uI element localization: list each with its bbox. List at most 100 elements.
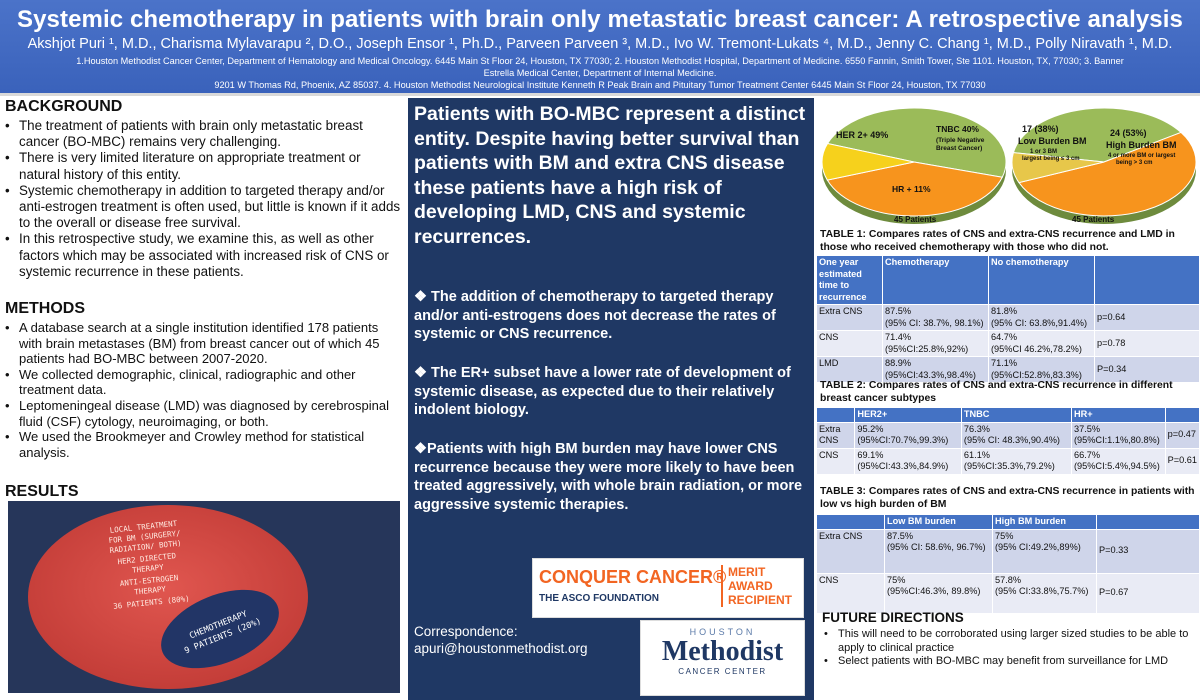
poster-header: Systemic chemotherapy in patients with b… [0, 0, 1200, 96]
list-item: Systemic chemotherapy in addition to tar… [5, 183, 401, 232]
affiliations-line-1: 1.Houston Methodist Cancer Center, Depar… [76, 56, 1124, 78]
table-row: Extra CNS 87.5%(95% CI: 58.6%, 96.7%) 75… [816, 528, 1200, 574]
merit-award-text: MERIT AWARD RECIPIENT [721, 565, 801, 607]
pie2-slice-1 [1018, 131, 1197, 217]
methods-heading: METHODS [5, 300, 85, 317]
table-cell: 87.5%(95% CI: 38.7%, 98.1%) [882, 304, 989, 331]
asco-foundation-text: THE ASCO FOUNDATION [539, 593, 659, 604]
table-cell: 71.4%(95%CI:25.8%,92%) [882, 330, 989, 357]
table2: HER2+ TNBC HR+ Extra CNS 95.2%(95%CI:70.… [815, 407, 1200, 475]
venn-outer-text: THERAPY [134, 584, 167, 596]
pie1-label-her2: HER 2+ 49% [836, 130, 888, 140]
table-cell: 75%(95%CI:46.3%, 89.8%) [884, 572, 993, 614]
table-row: Extra CNS 95.2%(95%CI:70.7%,99.3%) 76.3%… [815, 421, 1200, 449]
table-header-cell [815, 407, 856, 423]
table-cell: 61.1%(95%CI:35.3%,79.2%) [960, 447, 1072, 475]
list-item: The treatment of patients with brain onl… [5, 118, 401, 150]
pie2-label-low-sub: 1 or 3 BM [1030, 149, 1057, 155]
table3-caption: TABLE 3: Compares rates of CNS and extra… [820, 486, 1195, 510]
list-item: We used the Brookmeyer and Crowley metho… [5, 429, 401, 460]
venn-outer-text: THERAPY [132, 562, 165, 574]
houston-methodist-logo: HOUSTON Methodist CANCER CENTER [640, 620, 805, 696]
table-cell: 64.7%(95%CI 46.2%,78.2%) [988, 330, 1095, 357]
pie2-label-low: Low Burden BM [1018, 136, 1087, 146]
key-findings-panel: Patients with BO-MBC represent a distinc… [404, 96, 816, 700]
table-row-label: CNS [816, 572, 885, 614]
correspondence-label: Correspondence: [414, 624, 518, 639]
table-header-row: One year estimated time to recurrence Ch… [816, 255, 1200, 305]
table-header-cell: HER2+ [854, 407, 962, 423]
table-header-cell: HR+ [1070, 407, 1166, 423]
correspondence-email[interactable]: apuri@houstonmethodist.org [414, 641, 588, 656]
table-cell: 57.8%(95% CI:33.8%,75.7%) [992, 572, 1097, 614]
list-item: A database search at a single institutio… [5, 320, 401, 367]
affiliations-line-2: 9201 W Thomas Rd, Phoenix, AZ 85037. 4. … [214, 80, 986, 90]
pie1-slice-1 [826, 161, 1004, 217]
table-cell: 66.7%(95%CI:5.4%,94.5%) [1070, 447, 1166, 475]
table-row-label: CNS [816, 330, 883, 357]
table-cell: 95.2%(95%CI:70.7%,99.3%) [854, 421, 962, 449]
right-column: HER 2+ 49% TNBC 40% (Triple Negative Bre… [815, 96, 1200, 700]
list-item: This will need to be corroborated using … [822, 628, 1196, 655]
pie2-label-high-sub: being > 3 cm [1116, 160, 1153, 166]
conquer-cancer-logo: CONQUER CANCER® THE ASCO FOUNDATION MERI… [532, 558, 804, 618]
table-header-cell [816, 514, 885, 530]
future-directions-heading: FUTURE DIRECTIONS [822, 610, 964, 625]
table-p-value: P=0.33 [1096, 528, 1200, 574]
bm-burden-pie-chart: 17 (38%) Low Burden BM 1 or 3 BM largest… [1011, 107, 1197, 224]
table-cell: 71.1%(95%CI:52.8%,83.3%) [988, 356, 1095, 383]
left-column: BACKGROUND The treatment of patients wit… [0, 96, 404, 700]
table-p-value: p=0.47 [1164, 421, 1200, 449]
findings-background [408, 98, 814, 546]
table2-caption: TABLE 2: Compares rates of CNS and extra… [820, 380, 1173, 404]
logo-houston-text: HOUSTON [689, 627, 756, 637]
table-row: CNS 71.4%(95%CI:25.8%,92%) 64.7%(95%CI 4… [816, 330, 1200, 357]
table-header-cell [1094, 255, 1200, 305]
table-header-cell: No chemotherapy [988, 255, 1095, 305]
venn-diagram: LOCAL TREATMENT FOR BM (SURGERY/ RADIATI… [8, 501, 400, 693]
finding-er-subset: ❖ The ER+ subset have a lower rate of de… [414, 365, 791, 418]
pie1-slice-0 [826, 107, 1007, 178]
pie-charts: HER 2+ 49% TNBC 40% (Triple Negative Bre… [816, 96, 1200, 228]
main-conclusion: Patients with BO-MBC represent a distinc… [414, 103, 806, 248]
results-heading: RESULTS [5, 483, 79, 500]
table-cell: 37.5%(95%CI:1.1%,80.8%) [1070, 421, 1166, 449]
pie1-label-tnbc: TNBC 40% [936, 124, 979, 134]
list-item: Select patients with BO-MBC may benefit … [822, 655, 1196, 669]
table-cell: 75%(95% CI:49.2%,89%) [992, 528, 1097, 574]
background-list: The treatment of patients with brain onl… [5, 118, 401, 280]
table-row-label: LMD [816, 356, 883, 383]
table-cell: 88.9%(95%CI:43.3%,98.4%) [882, 356, 989, 383]
list-item: There is very limited literature on appr… [5, 150, 401, 182]
list-item: In this retrospective study, we examine … [5, 231, 401, 280]
table-row: LMD 88.9%(95%CI:43.3%,98.4%) 71.1%(95%CI… [816, 356, 1200, 383]
logo-cancer-center-text: CANCER CENTER [678, 667, 767, 676]
table-header-cell: Low BM burden [884, 514, 993, 530]
table-cell: 76.3%(95% CI: 48.3%,90.4%) [960, 421, 1072, 449]
table-cell: 69.1%(95%CI:43.3%,84.9%) [854, 447, 962, 475]
list-item: Leptomeningeal disease (LMD) was diagnos… [5, 398, 401, 429]
table-row: CNS 75%(95%CI:46.3%, 89.8%) 57.8%(95% CI… [816, 572, 1200, 614]
table-header-row: HER2+ TNBC HR+ [815, 407, 1200, 423]
table-header-cell: One year estimated time to recurrence [816, 255, 883, 305]
table1-caption: TABLE 1: Compares rates of CNS and extra… [820, 229, 1175, 253]
correspondence: Correspondence: apuri@houstonmethodist.o… [414, 623, 588, 657]
table-header-cell [1096, 514, 1200, 530]
affiliations: 1.Houston Methodist Cancer Center, Depar… [0, 52, 1200, 91]
table-header-cell: High BM burden [992, 514, 1097, 530]
table-cell: 87.5%(95% CI: 58.6%, 96.7%) [884, 528, 993, 574]
subtype-pie-chart: HER 2+ 49% TNBC 40% (Triple Negative Bre… [821, 107, 1007, 224]
pie1-caption: 45 Patients [894, 215, 937, 224]
table1: One year estimated time to recurrence Ch… [816, 255, 1200, 383]
table-header-row: Low BM burden High BM burden [816, 514, 1200, 530]
venn-inner-circle [161, 589, 279, 669]
conquer-cancer-wordmark: CONQUER CANCER® [539, 567, 727, 587]
table3: Low BM burden High BM burden Extra CNS 8… [816, 514, 1200, 614]
pie2-label-high: High Burden BM [1106, 140, 1177, 150]
methods-list: A database search at a single institutio… [5, 320, 401, 460]
pie1-label-hr: HR + 11% [892, 184, 931, 194]
pie2-label-high-count: 24 (53%) [1110, 128, 1147, 138]
poster-title: Systemic chemotherapy in patients with b… [17, 6, 1183, 33]
table-header-cell: Chemotherapy [882, 255, 989, 305]
table-row: Extra CNS 87.5%(95% CI: 38.7%, 98.1%) 81… [816, 304, 1200, 331]
